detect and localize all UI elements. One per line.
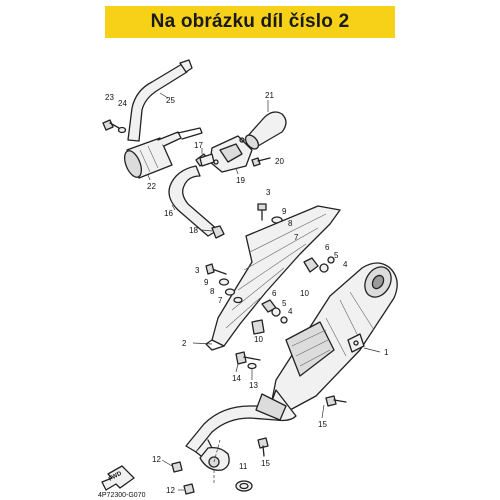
callout-4a: 4 [343,260,348,269]
part-23-bolt [102,119,120,131]
part-20-bolt [251,157,271,167]
callout-9b: 9 [204,278,209,287]
part-15-bolt-upper [321,395,347,419]
part-15-bolt-lower [257,437,269,457]
callout-24: 24 [118,99,127,108]
callout-22: 22 [147,182,156,191]
part-1-muffler [271,262,398,411]
part-22-air-filter [124,127,203,181]
callout-21: 21 [265,91,274,100]
callout-23: 23 [105,93,114,102]
part-11-gasket [235,480,253,492]
callout-8a: 8 [288,219,293,228]
diagram-code: 4P72300-G070 [98,492,146,499]
part-14-bolt [235,351,261,373]
callout-9a: 9 [282,207,287,216]
callout-18: 18 [189,226,198,235]
callout-15a: 15 [318,420,327,429]
callout-3b: 3 [195,266,200,275]
callout-15b: 15 [261,459,270,468]
part-12-nut-upper [161,459,183,473]
callout-6b: 6 [272,289,277,298]
part-21-hose [244,100,287,150]
callout-7b: 7 [218,296,223,305]
callout-10a: 10 [300,289,309,298]
callout-14: 14 [232,374,241,383]
part-2-heat-protector [192,205,341,351]
callout-6a: 6 [325,243,330,252]
callout-13: 13 [249,381,258,390]
part-24-washer [117,126,127,134]
callout-10b: 10 [254,335,263,344]
callout-16: 16 [164,209,173,218]
part-12-nut-lower [178,483,195,495]
exhaust-pipe [185,389,297,484]
part-19-reed-valve [199,135,253,175]
callout-17: 17 [194,141,203,150]
callout-12a: 12 [152,455,161,464]
callout-12b: 12 [166,486,175,495]
callout-8b: 8 [210,287,215,296]
callout-4b: 4 [288,307,293,316]
callout-25: 25 [166,96,175,105]
callout-5a: 5 [334,251,339,260]
callout-1: 1 [384,348,389,357]
part-25-air-hose [127,59,193,142]
callout-7a: 7 [294,233,299,242]
part-18-clamp [201,225,225,239]
callout-2: 2 [182,339,187,348]
callout-11: 11 [239,462,248,471]
callout-5b: 5 [282,299,287,308]
fwd-arrow-icon: FWD [101,465,135,491]
callout-19: 19 [236,176,245,185]
callout-3a: 3 [266,188,271,197]
callout-20: 20 [275,157,284,166]
part-number-banner: Na obrázku díl číslo 2 [105,6,395,38]
part-13-washer [247,362,257,380]
middle-bolt-set [205,256,335,335]
